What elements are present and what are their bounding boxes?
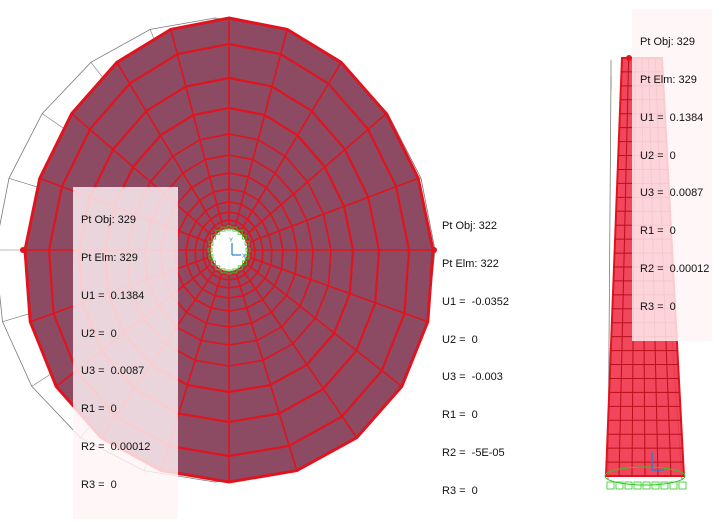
- restraint-symbol: [220, 268, 226, 274]
- pt-elm-label: Pt Elm: 329: [81, 251, 138, 264]
- restraint-symbol: [244, 254, 250, 260]
- u3-value: U3 = 0.0087: [81, 365, 145, 378]
- deformed-shell-spoke: [247, 264, 403, 387]
- joint-marker-329: [20, 247, 26, 253]
- pt-elm-label: Pt Elm: 329: [640, 73, 697, 86]
- restraint-symbol: [232, 226, 238, 232]
- restraint-symbol: [237, 229, 243, 235]
- r1-value: R1 = 0: [442, 409, 478, 422]
- restraint-symbol: [215, 265, 221, 271]
- deformed-shell-spoke: [249, 177, 419, 244]
- u3-value: U3 = 0.0087: [640, 187, 704, 200]
- r2-value: R2 = 0.00012: [81, 440, 151, 453]
- restraint-symbol: [244, 240, 250, 246]
- deformed-shell-spoke: [242, 269, 358, 439]
- deformed-shell-spoke: [71, 113, 213, 236]
- deformed-shell-spoke: [116, 61, 218, 231]
- restraint-symbol: [237, 265, 243, 271]
- restraint-symbol: [208, 240, 214, 246]
- base-restraint-symbol: [660, 481, 669, 490]
- u2-value: U2 = 0: [81, 327, 117, 340]
- joint-displacement-tooltip-329-plan: Pt Obj: 329 Pt Elm: 329 U1 = 0.1384 U2 =…: [73, 187, 178, 520]
- u1-value: U1 = 0.1384: [640, 111, 704, 124]
- joint-displacement-tooltip-329-elevation: Pt Obj: 329 Pt Elm: 329 U1 = 0.1384 U2 =…: [632, 9, 712, 342]
- deformed-shell-spoke: [250, 256, 429, 323]
- restraint-symbol: [241, 260, 247, 266]
- restraint-symbol: [241, 234, 247, 240]
- restraint-symbol: [220, 226, 226, 232]
- base-restraint-symbol: [615, 481, 624, 490]
- restraint-symbol: [215, 229, 221, 235]
- r3-value: R3 = 0: [442, 484, 478, 497]
- plan-view-deformed-shape[interactable]: [0, 16, 437, 484]
- deformed-shell-spoke: [234, 29, 289, 227]
- pt-obj-label: Pt Obj: 329: [640, 36, 696, 49]
- restraint-symbol: [226, 225, 232, 231]
- u1-value: U1 = -0.0352: [442, 295, 509, 308]
- r2-value: R2 = 0.00012: [640, 262, 710, 275]
- r1-value: R1 = 0: [640, 225, 676, 238]
- column-mesh-vertical: [618, 57, 630, 477]
- pt-obj-label: Pt Obj: 322: [442, 220, 498, 233]
- base-restraint-symbol: [651, 481, 660, 490]
- deformed-shell-spoke: [169, 29, 224, 227]
- restraint-symbol: [211, 234, 217, 240]
- deformed-shell-spoke: [235, 273, 298, 471]
- r3-value: R3 = 0: [81, 478, 117, 491]
- u1-value: U1 = 0.1384: [81, 289, 145, 302]
- axis-x-label: X: [242, 254, 246, 260]
- base-restraint-symbol: [633, 481, 642, 490]
- restraint-symbol: [211, 260, 217, 266]
- r2-value: R2 = -5E-05: [442, 446, 505, 459]
- u3-value: U3 = -0.003: [442, 371, 503, 384]
- base-restraint-symbol: [678, 481, 687, 490]
- restraint-symbol: [226, 269, 232, 275]
- restraint-symbol: [207, 247, 213, 253]
- restraint-symbol: [232, 268, 238, 274]
- column-base-ring: [604, 466, 686, 486]
- u2-value: U2 = 0: [442, 333, 478, 346]
- restraint-symbol: [245, 247, 251, 253]
- joint-displacement-tooltip-322-plan: Pt Obj: 322 Pt Elm: 322 U1 = -0.0352 U2 …: [442, 195, 509, 522]
- joint-marker-322: [431, 247, 437, 253]
- base-restraint-symbol: [624, 481, 633, 490]
- u2-value: U2 = 0: [640, 149, 676, 162]
- joint-marker-329-elevation: [626, 55, 632, 61]
- deformed-shell-spoke: [245, 113, 387, 236]
- restraint-symbol: [208, 254, 214, 260]
- deformed-shell-spoke: [240, 61, 342, 231]
- r3-value: R3 = 0: [640, 300, 676, 313]
- base-restraint-symbol: [642, 481, 651, 490]
- pt-obj-label: Pt Obj: 329: [81, 214, 137, 227]
- base-restraint-symbol: [669, 481, 678, 490]
- plan-view-axis-triad: Y X: [229, 238, 246, 260]
- base-restraint-symbol: [606, 481, 615, 490]
- r1-value: R1 = 0: [81, 403, 117, 416]
- undeformed-spoke: [8, 178, 40, 188]
- pt-elm-label: Pt Elm: 322: [442, 257, 499, 270]
- axis-y-label: Y: [229, 238, 233, 244]
